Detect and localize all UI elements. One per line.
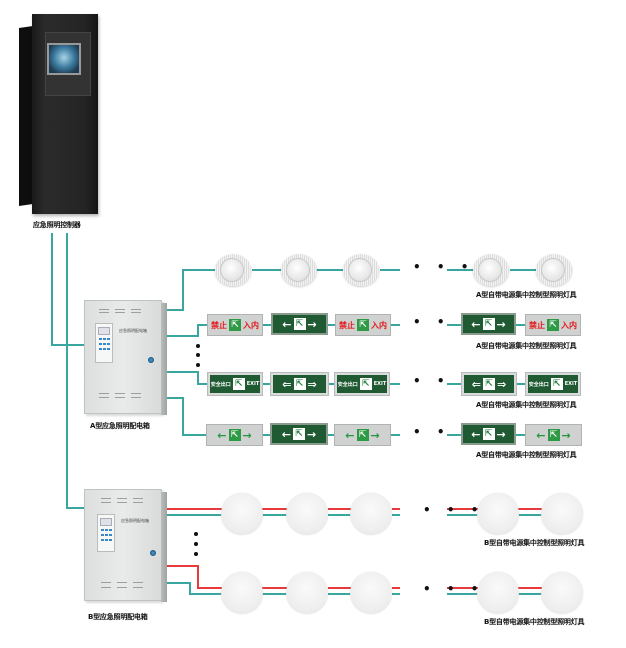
ellipsis: • • • (423, 503, 485, 517)
ellipsis-dot (194, 542, 198, 546)
b-box-knob-icon (150, 550, 156, 556)
b-box-panel-text: 应急照明配电箱 (121, 518, 149, 523)
ceiling-lamp (215, 254, 251, 286)
ellipsis-dot (196, 344, 200, 348)
round-lamp (477, 572, 519, 614)
ellipsis-dot (194, 532, 198, 536)
bidirectional-exit-sign: ⇐⇱⇒ (270, 372, 329, 396)
wire-a-row1 (166, 269, 540, 311)
ellipsis: • • • (413, 374, 475, 388)
no-entry-sign: 禁止⇱入内 (335, 314, 391, 336)
ceiling-lamp (536, 254, 572, 286)
round-lamp (541, 493, 583, 535)
controller-label: 应急照明控制器 (33, 221, 81, 229)
exit-sign: 安全出口⇱EXIT (334, 372, 390, 396)
direction-sign-light: ←⇱→ (525, 424, 582, 446)
round-lamp (286, 572, 328, 614)
wire-controller-to-a-box (51, 233, 84, 346)
wire-b-row2-red (166, 565, 542, 589)
controller-screen (47, 43, 81, 75)
a-box-panel-text: 应急照明配电箱 (119, 328, 147, 333)
direction-exit-sign: ←⇱→ (461, 423, 516, 445)
a-box-keypad (95, 323, 113, 363)
a-row3-label: A型自带电源集中控制型照明灯具 (476, 401, 577, 409)
ceiling-lamp (343, 254, 379, 286)
round-lamp (350, 493, 392, 535)
round-lamp (221, 572, 263, 614)
direction-exit-sign: ←⇱→ (270, 423, 328, 445)
b-box-label: B型应急照明配电箱 (88, 613, 148, 621)
round-lamp (286, 493, 328, 535)
ellipsis-dot (196, 363, 200, 367)
no-entry-sign: 禁止⇱入内 (525, 314, 581, 336)
a-distribution-box: 应急照明配电箱 (84, 300, 167, 415)
b-row1-label: B型自带电源集中控制型照明灯具 (484, 539, 585, 547)
a-row4-label: A型自带电源集中控制型照明灯具 (476, 451, 577, 459)
ceiling-lamp (281, 254, 317, 286)
wire-a-row3 (166, 371, 526, 385)
direction-exit-sign: ←⇱→ (271, 313, 328, 335)
a-box-knob-icon (148, 357, 154, 363)
a-box-label: A型应急照明配电箱 (90, 422, 150, 430)
a-row1-label: A型自带电源集中控制型照明灯具 (476, 291, 577, 299)
exit-sign: 安全出口⇱EXIT (525, 372, 581, 396)
no-entry-sign: 禁止⇱入内 (207, 314, 263, 336)
bidirectional-exit-sign: ⇐⇱⇒ (461, 372, 517, 396)
ellipsis: • • • (413, 425, 475, 439)
exit-sign: 安全出口⇱EXIT (207, 372, 263, 396)
round-lamp (350, 572, 392, 614)
ellipsis-dot (194, 552, 198, 556)
ellipsis: • • • (423, 582, 485, 596)
wire-a-row4 (166, 397, 526, 436)
cabinet-side (19, 26, 33, 206)
round-lamp (541, 572, 583, 614)
b-distribution-box: 应急照明配电箱 (84, 489, 167, 602)
direction-sign-light: ←⇱→ (334, 424, 391, 446)
round-lamp (221, 493, 263, 535)
direction-exit-sign: ←⇱→ (461, 313, 516, 335)
wire-a-row2 (166, 324, 526, 337)
wire-b-row2-teal (166, 582, 542, 595)
ellipsis: • • • (413, 260, 475, 274)
ellipsis: • • • (413, 315, 475, 329)
a-row2-label: A型自带电源集中控制型照明灯具 (476, 342, 577, 350)
ceiling-lamp (473, 254, 509, 286)
b-row2-label: B型自带电源集中控制型照明灯具 (484, 618, 585, 626)
wire-controller-to-b-box (66, 233, 84, 509)
ellipsis-dot (196, 353, 200, 357)
round-lamp (477, 493, 519, 535)
direction-sign-light: ←⇱→ (206, 424, 263, 446)
b-box-keypad (97, 514, 115, 552)
